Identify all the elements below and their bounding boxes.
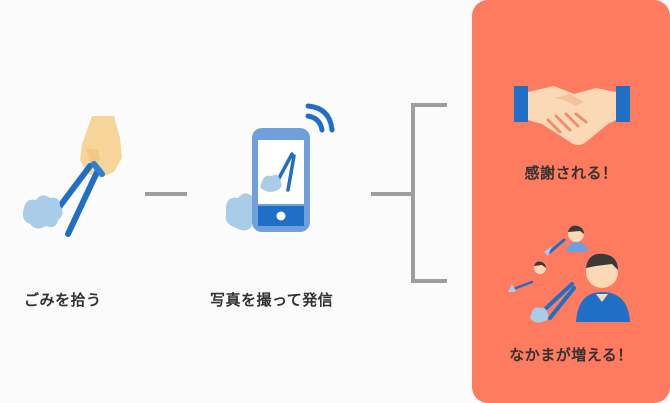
connector-line-1 [145,192,187,196]
results-panel: 感謝される！ なかまが増える！ [472,0,670,403]
handshake-icon [514,86,630,145]
step-label-photo-share: 写真を撮って発信 [210,291,334,309]
bracket-top [411,103,447,107]
result-label-thanked: 感謝される！ [524,164,618,182]
bracket-bottom [411,279,447,283]
hand-tongs-picking-trash-icon [22,116,122,237]
bracket-vertical [411,103,415,283]
step-label-pick-trash: ごみを拾う [24,291,102,309]
connector-line-2 [371,192,413,196]
smartphone-wifi-icon [225,103,335,232]
result-label-more-friends: なかまが増える！ [509,346,633,364]
people-with-tongs-icon [508,225,630,323]
